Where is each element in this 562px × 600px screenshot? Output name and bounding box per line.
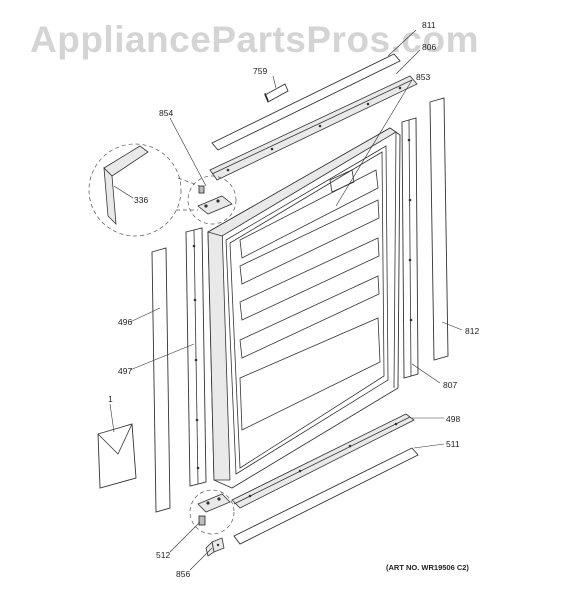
label-812: 812	[465, 326, 479, 336]
part-806-top-rail	[209, 75, 418, 181]
door-frame	[206, 127, 401, 489]
part-807-right-rail	[401, 117, 419, 379]
part-497-left-rail	[185, 227, 207, 487]
part-498-bottom-rail	[231, 413, 415, 509]
label-807: 807	[443, 380, 457, 390]
part-512-bottom-hinge	[189, 489, 235, 535]
part-511-bottom-strip	[233, 447, 419, 545]
part-759-cap	[264, 83, 289, 103]
part-854-top-hinge	[187, 175, 237, 225]
label-806: 806	[422, 42, 436, 52]
label-336: 336	[134, 195, 148, 205]
part-811-top-strip	[211, 53, 401, 151]
label-1: 1	[108, 394, 113, 404]
part-812-right-strip	[429, 97, 449, 361]
part-1-manual	[97, 423, 137, 489]
label-497: 497	[118, 366, 132, 376]
label-496: 496	[118, 317, 132, 327]
label-856: 856	[176, 569, 190, 579]
label-854: 854	[159, 108, 173, 118]
part-labels: 811 806 759 853 854 336 496 497 1 812 80…	[108, 20, 479, 579]
label-511: 511	[446, 439, 460, 449]
art-number: (ART NO. WR19506 C2)	[386, 563, 469, 572]
watermark-text: AppliancePartsPros.com	[30, 19, 479, 60]
label-811: 811	[422, 20, 436, 30]
part-496-left-strip	[151, 247, 171, 513]
part-336-gasket-corner-detail	[88, 143, 201, 237]
leader-lines	[109, 29, 463, 571]
label-759: 759	[253, 66, 267, 76]
label-512: 512	[156, 550, 170, 560]
label-498: 498	[446, 414, 460, 424]
label-853: 853	[416, 72, 430, 82]
part-856-bracket	[205, 537, 225, 557]
